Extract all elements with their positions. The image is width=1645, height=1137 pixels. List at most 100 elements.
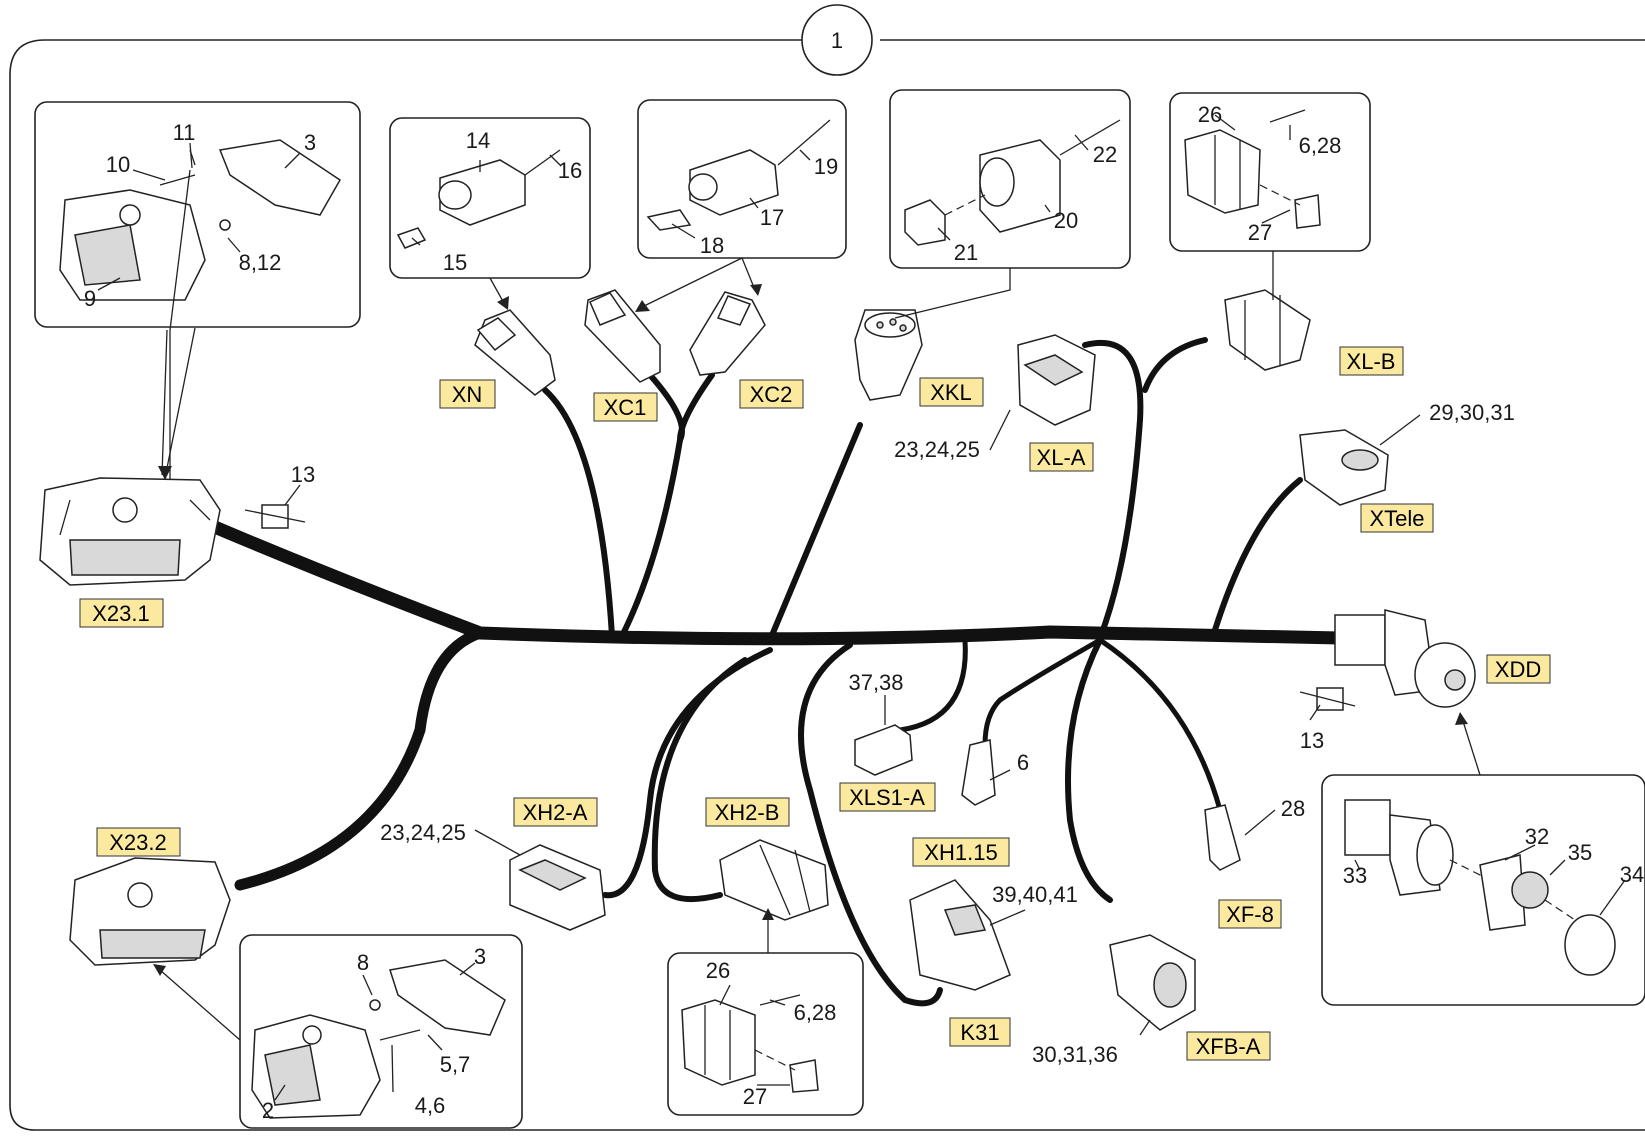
sleeve-13-upper-drawing xyxy=(244,504,306,529)
detail-box-xdd xyxy=(1321,774,1645,1006)
tag-xc2: XC2 xyxy=(739,379,804,409)
leader-box3-to-xc xyxy=(639,257,756,309)
tag-xls1-a: XLS1-A xyxy=(839,782,936,812)
detail-box-xl-b xyxy=(1169,92,1371,252)
svg-text:X23.2: X23.2 xyxy=(109,830,167,855)
part-number: 37,38 xyxy=(848,670,903,695)
x23-2-connector-drawing xyxy=(69,857,231,966)
part-number: 35 xyxy=(1568,840,1592,865)
xl-b-connector-drawing xyxy=(1224,289,1311,371)
detail-box-xn xyxy=(389,117,591,279)
tag-xf-8: XF-8 xyxy=(1218,899,1282,929)
part-number: 5,7 xyxy=(440,1052,471,1077)
part-number: 26 xyxy=(706,958,730,983)
tag-xl-a: XL-A xyxy=(1029,442,1094,472)
tag-k31: K31 xyxy=(949,1017,1011,1047)
part-numbers: 11 3 10 8,12 9 14 16 15 19 17 18 22 20 2… xyxy=(84,102,1644,1123)
tag-xn: XN xyxy=(439,379,496,409)
detail-box-x23-2 xyxy=(239,934,523,1129)
part-number: 4,6 xyxy=(415,1093,446,1118)
part-number: 3 xyxy=(474,944,486,969)
part-number: 8,12 xyxy=(239,250,282,275)
part-number: 6,28 xyxy=(1299,133,1342,158)
svg-text:XKL: XKL xyxy=(930,380,972,405)
xc2-wire xyxy=(619,372,715,639)
part-number: 18 xyxy=(700,233,724,258)
figure-index-circle xyxy=(801,4,873,76)
part-number: 15 xyxy=(443,250,467,275)
xl-b-wire xyxy=(1142,337,1208,393)
svg-text:XDD: XDD xyxy=(1495,657,1541,682)
k31-connector-drawing xyxy=(909,879,1011,991)
part-number: 11 xyxy=(173,120,196,145)
part-number: 27 xyxy=(1248,220,1272,245)
part-number: 30,31,36 xyxy=(1032,1042,1118,1067)
outer-frame xyxy=(9,39,1645,1131)
svg-text:XC2: XC2 xyxy=(750,382,793,407)
part-number: 3 xyxy=(304,130,316,155)
part-number: 21 xyxy=(954,240,978,265)
part-number: 16 xyxy=(558,158,582,183)
xtele-connector-drawing xyxy=(1299,429,1389,506)
svg-text:XTele: XTele xyxy=(1369,506,1424,531)
part-number: 39,40,41 xyxy=(992,882,1078,907)
figure-index: 1 xyxy=(831,28,843,53)
part-number: 29,30,31 xyxy=(1429,400,1515,425)
xf-8-connector-drawing xyxy=(1204,804,1241,871)
tag-xdd: XDD xyxy=(1486,654,1551,684)
xdd-connector-drawing xyxy=(1334,609,1476,708)
part-number: 28 xyxy=(1281,796,1305,821)
leader-box1-to-x23-1 xyxy=(164,327,196,479)
svg-text:XL-B: XL-B xyxy=(1347,349,1396,374)
xh2-a-connector-drawing xyxy=(509,844,606,931)
xh2-b-connector-drawing xyxy=(719,839,829,921)
tag-xtele: XTele xyxy=(1360,503,1434,533)
part-number: 33 xyxy=(1343,863,1367,888)
xc1-connector-drawing xyxy=(584,289,661,383)
leader-box8-to-x23-2 xyxy=(159,969,241,1041)
detail-box-x23-1 xyxy=(34,101,361,480)
part-number: 34 xyxy=(1620,862,1644,887)
main-trunk-wire xyxy=(203,518,1347,646)
part-number: 8 xyxy=(357,950,369,975)
sleeve-13-lower-drawing xyxy=(1299,687,1356,711)
part-number: 23,24,25 xyxy=(380,820,466,845)
tag-xh1-15: XH1.15 xyxy=(912,837,1010,867)
detail-box-xh2-b xyxy=(667,952,864,1116)
part-number: 10 xyxy=(106,152,130,177)
detail-box-xkl xyxy=(889,89,1131,269)
part-number: 20 xyxy=(1054,208,1078,233)
part-number: 6 xyxy=(1017,750,1029,775)
svg-text:XH2-B: XH2-B xyxy=(715,800,780,825)
part-number: 17 xyxy=(760,205,784,230)
svg-text:XFB-A: XFB-A xyxy=(1196,1034,1261,1059)
xkl-connector-drawing xyxy=(854,309,923,401)
xfb-a-connector-drawing xyxy=(1109,934,1196,1031)
harness-wires xyxy=(203,337,1347,1007)
svg-text:XF-8: XF-8 xyxy=(1226,902,1274,927)
tag-xh2-b: XH2-B xyxy=(705,797,790,827)
svg-text:XH2-A: XH2-A xyxy=(523,800,588,825)
xn-wire xyxy=(542,387,615,639)
xc2-connector-drawing xyxy=(689,291,766,376)
part-number: 14 xyxy=(466,128,490,153)
part-number: 6,28 xyxy=(794,1000,837,1025)
part-number: 19 xyxy=(814,154,838,179)
xh1-15-wire xyxy=(982,637,1103,748)
part-number: 26 xyxy=(1198,102,1222,127)
part-number: 9 xyxy=(84,286,96,311)
x23-1-connector-drawing xyxy=(39,477,221,586)
part-number: 13 xyxy=(291,462,315,487)
xn-connector-drawing xyxy=(474,309,556,396)
part-number: 22 xyxy=(1093,142,1117,167)
xls1-a-wire xyxy=(897,637,968,733)
tag-xkl: XKL xyxy=(919,377,984,407)
tag-x23-1: X23.1 xyxy=(79,598,164,628)
xh2-b-wire xyxy=(651,657,748,903)
svg-text:XC1: XC1 xyxy=(604,395,647,420)
leader-box6-to-xdd xyxy=(1461,717,1481,776)
x23-2-branch-wire xyxy=(234,627,486,891)
part-number: 23,24,25 xyxy=(894,437,980,462)
tag-x23-2: X23.2 xyxy=(96,827,181,857)
